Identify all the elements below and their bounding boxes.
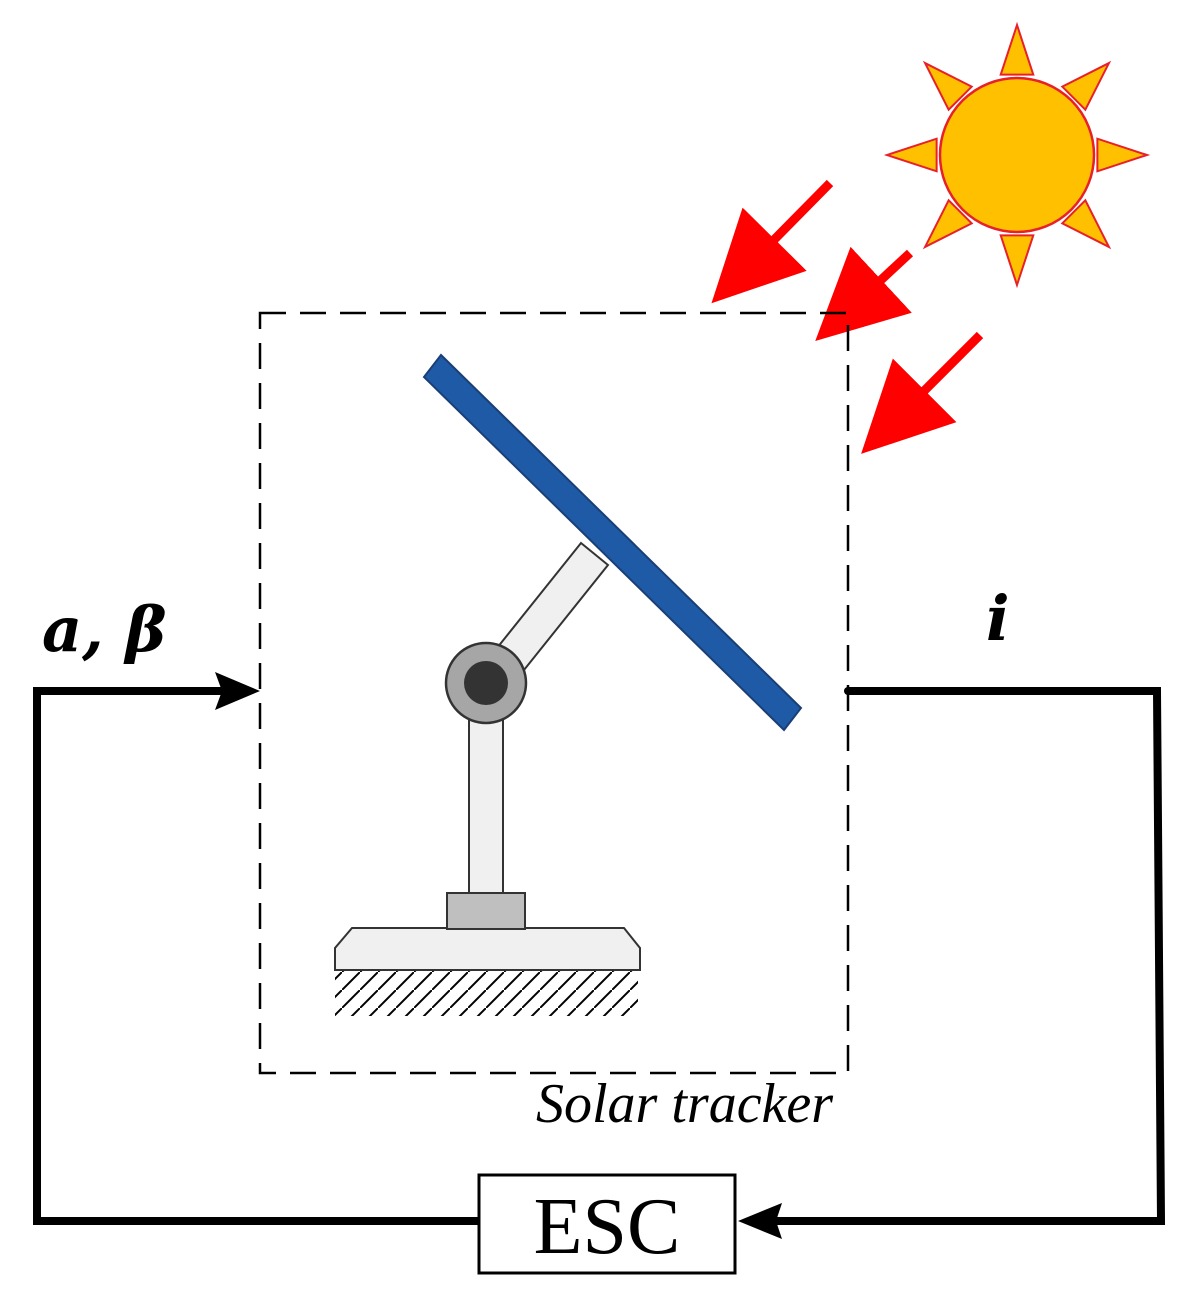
sunlight-arrow [861,331,984,454]
tracker-input-arrowhead [215,672,260,710]
esc-block: ESC [477,1173,737,1275]
output-signal-wire [775,687,1166,1225]
sun-icon [883,21,1151,289]
sun-ray [999,234,1035,289]
sunlight-arrows [711,179,984,454]
vertical-post [468,714,504,894]
solar-panel-icon [422,353,803,732]
sun-ray [922,60,974,112]
sun-ray [999,21,1035,76]
sun-ray [1060,198,1112,250]
base-plate [334,927,641,971]
pivot-joint-core [464,661,508,705]
sun-ray [883,137,938,173]
sunlight-arrow [711,179,834,304]
solar-tracker-mechanism [334,353,803,1016]
solar-tracker-caption: Solar tracker [536,1073,833,1135]
output-signal-label: i [986,582,1010,655]
ground-hatch-icon [335,970,638,1016]
esc-box [477,1173,737,1275]
feedback-loop [33,672,1166,1239]
sun-rays [883,21,1151,289]
input-signal-label: a, β [42,593,167,666]
sun-ray [1096,137,1151,173]
output-node [844,687,852,695]
esc-input-arrowhead [738,1203,782,1239]
sun-ray [922,198,974,250]
base-block [446,892,526,930]
sun-disc [938,76,1096,234]
sun-ray [1060,60,1112,112]
sunlight-arrow [815,246,914,341]
esc-label: ESC [534,1183,681,1271]
control-signal-wire [33,687,479,1225]
